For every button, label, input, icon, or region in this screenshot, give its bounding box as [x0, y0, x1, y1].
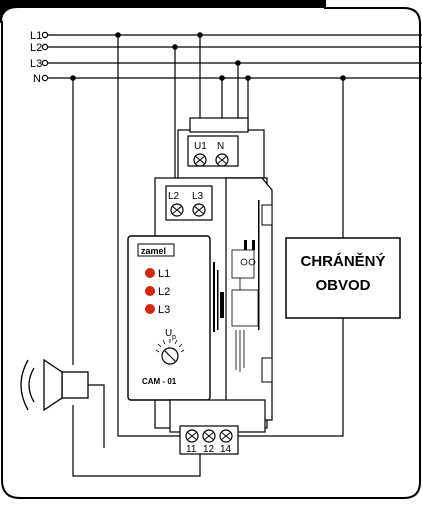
top-terminal-block: U1 N: [187, 135, 239, 167]
terminal-14-label: 14: [220, 444, 232, 455]
protected-circuit-line2: OBVOD: [315, 277, 370, 294]
label-l2: L2: [30, 42, 42, 54]
front-panel: [127, 235, 211, 401]
mid-terminal-block: L2 L3: [165, 185, 213, 221]
brand-logo: zamel: [141, 246, 166, 256]
speaker-icon: [20, 358, 89, 412]
frame-tab: [0, 0, 325, 22]
terminal-u1-label: U1: [194, 141, 207, 152]
protected-circuit-box: CHRÁNĚNÝ OBVOD: [285, 237, 401, 319]
model-label: CAM - 01: [142, 377, 177, 386]
front-panel-content: zamel L1 L2 L3 U p CAM - 01: [137, 243, 185, 386]
terminal-l2-dot: [41, 43, 49, 51]
led-l3-label: L3: [158, 304, 170, 316]
label-n: N: [33, 73, 41, 85]
led-l2: [145, 286, 155, 296]
terminal-l1-dot: [41, 31, 49, 39]
terminal-11-label: 11: [186, 444, 197, 455]
terminal-l2-label: L2: [168, 191, 180, 202]
bottom-terminal-block: 11 12 14: [179, 425, 239, 455]
supply-lines: [47, 34, 422, 79]
terminal-l3-dot: [41, 59, 49, 67]
terminal-n-dot: [41, 74, 49, 82]
label-l1: L1: [30, 30, 42, 42]
label-l3: L3: [30, 58, 42, 70]
led-l2-label: L2: [158, 286, 170, 298]
terminal-l3-label: L3: [192, 191, 204, 202]
up-label: U: [165, 328, 172, 339]
led-l1-label: L1: [158, 268, 170, 280]
terminal-n-label: N: [217, 141, 224, 152]
led-l3: [145, 304, 155, 314]
protected-circuit-line1: CHRÁNĚNÝ: [300, 252, 385, 270]
junction-dots: [70, 32, 346, 81]
terminal-12-label: 12: [203, 444, 215, 455]
led-l1: [145, 268, 155, 278]
up-sub-label: p: [172, 334, 176, 341]
